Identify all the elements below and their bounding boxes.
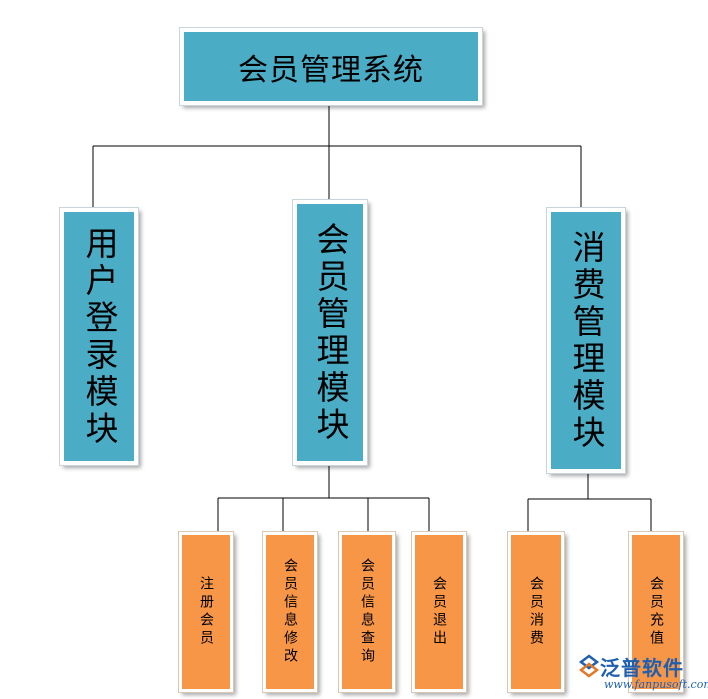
module-consumption-management: 消费管理模块 bbox=[546, 207, 626, 474]
submodule-member-info-query-label: 会员信息查询 bbox=[359, 558, 375, 666]
submodule-member-recharge: 会员充值 bbox=[628, 531, 684, 693]
module-user-login: 用户登录模块 bbox=[59, 207, 139, 466]
submodule-member-exit-label: 会员退出 bbox=[431, 576, 447, 648]
module-member-management-label: 会员管理模块 bbox=[311, 221, 350, 444]
watermark-url-text: www.fanpusoft.com bbox=[604, 678, 708, 691]
submodule-register-member-label: 注册会员 bbox=[198, 576, 214, 648]
submodule-member-recharge-label: 会员充值 bbox=[648, 576, 664, 648]
submodule-member-exit: 会员退出 bbox=[411, 531, 467, 693]
submodule-member-consumption-label: 会员消费 bbox=[528, 576, 544, 648]
submodule-member-info-edit-label: 会员信息修改 bbox=[282, 558, 298, 666]
submodule-member-info-edit: 会员信息修改 bbox=[262, 531, 318, 693]
watermark-brand-text: 泛普软件 bbox=[600, 656, 684, 680]
module-user-login-label: 用户登录模块 bbox=[80, 225, 119, 448]
root-node-label: 会员管理系统 bbox=[238, 52, 424, 88]
submodule-member-info-query: 会员信息查询 bbox=[338, 531, 396, 693]
submodule-register-member: 注册会员 bbox=[178, 531, 234, 693]
root-node: 会员管理系统 bbox=[179, 27, 483, 106]
brand-logo-icon bbox=[578, 654, 600, 678]
module-member-management: 会员管理模块 bbox=[292, 199, 368, 466]
module-consumption-management-label: 消费管理模块 bbox=[567, 229, 606, 452]
brand-watermark: 泛普软件 www.fanpusoft.com bbox=[578, 650, 708, 698]
submodule-member-consumption: 会员消费 bbox=[507, 531, 565, 693]
